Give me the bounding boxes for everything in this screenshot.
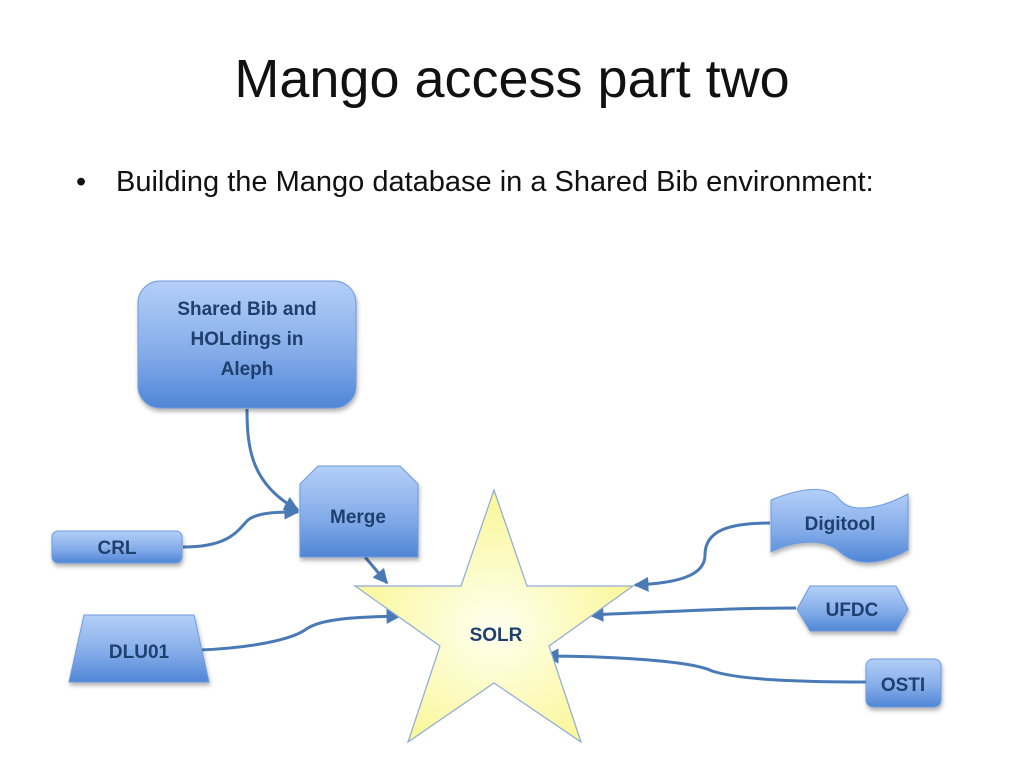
node-merge [299,465,419,558]
node-osti-label: OSTI [881,675,925,696]
node-shared-bib-aleph [137,280,357,409]
bullet-marker: • [76,166,87,198]
slide-title: Mango access part two [234,49,790,109]
node-digitool [770,489,909,563]
node-shared-bib-aleph-line-2: HOLdings in [191,329,304,350]
node-digitool-label: Digitool [805,514,876,535]
edge-ufdc-solr [588,606,797,622]
edge-aleph-merge [245,408,300,512]
node-ufdc-label: UFDC [826,600,879,621]
node-solr-label: SOLR [470,625,523,646]
node-dlu01-label: DLU01 [109,642,170,663]
edge-osti-solr [543,648,867,684]
node-ufdc [796,585,909,632]
node-crl-label: CRL [97,538,136,559]
node-crl [51,530,183,564]
node-solr-star [353,488,635,744]
edge-crl-merge [182,504,300,549]
node-osti [865,658,942,708]
node-dlu01 [68,614,210,683]
node-shared-bib-aleph-line-3: Aleph [221,359,274,380]
edge-digitool-solr [633,521,771,592]
edge-dlu01-solr [199,608,402,652]
node-shared-bib-aleph-line-1: Shared Bib and [177,299,316,320]
bullet-item: • Building the Mango database in a Shared… [76,162,996,202]
node-merge-label: Merge [330,507,386,528]
bullet-text: Building the Mango database in a Shared … [116,166,874,198]
edge-merge-solr [363,556,389,585]
